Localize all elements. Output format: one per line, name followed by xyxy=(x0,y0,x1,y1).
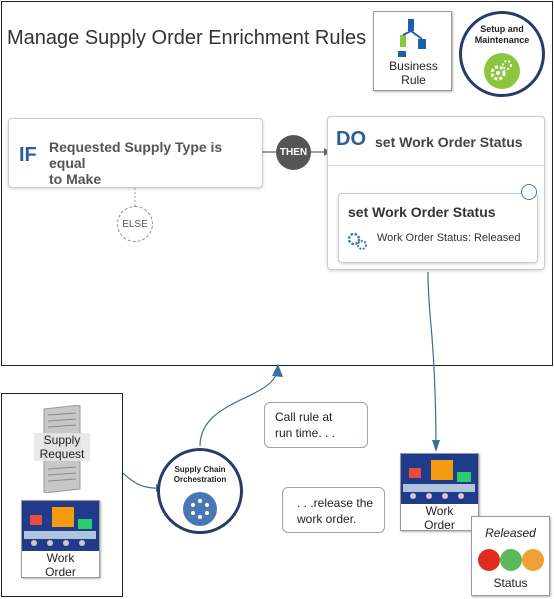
orchestration-label: Supply Chain Orchestration xyxy=(173,465,227,484)
call-rule-callout: Call rule at run time. . . xyxy=(264,402,368,448)
work-order-right-label: Work Order xyxy=(424,504,455,532)
work-order-right-tile[interactable]: Work Order xyxy=(400,453,479,532)
gears-icon xyxy=(347,232,367,250)
factory-conveyor-icon xyxy=(401,454,478,504)
status-released-text: Released xyxy=(485,526,536,540)
set-status-title: set Work Order Status xyxy=(348,204,496,220)
release-callout: . . .release the work order. xyxy=(282,487,385,533)
business-rule-label: Business Rule xyxy=(389,59,438,87)
if-keyword: IF xyxy=(19,144,37,166)
action-handle[interactable] xyxy=(521,184,537,200)
do-action-card[interactable]: DO set Work Order Status set Work Order … xyxy=(327,116,545,270)
do-action-title: set Work Order Status xyxy=(375,134,523,150)
then-badge: THEN xyxy=(276,135,311,170)
supply-chain-orchestration[interactable]: Supply Chain Orchestration xyxy=(157,448,243,534)
set-status-detail: Work Order Status: Released xyxy=(377,232,521,244)
orchestration-icon xyxy=(183,492,217,526)
do-divider xyxy=(328,165,544,166)
business-rule-icon xyxy=(398,19,426,57)
else-badge[interactable]: ELSE xyxy=(117,206,153,242)
work-order-left-tile[interactable]: Work Order xyxy=(21,500,100,579)
traffic-light-icon xyxy=(478,549,544,571)
supply-request-document[interactable]: Supply Request xyxy=(34,405,90,493)
set-status-card[interactable]: set Work Order Status Work Order Status:… xyxy=(338,193,538,263)
do-keyword: DO xyxy=(336,128,366,150)
status-label: Status xyxy=(493,576,528,590)
work-order-left-label: Work Order xyxy=(45,551,76,579)
business-rule-tile[interactable]: Business Rule xyxy=(373,11,452,91)
if-condition-text: Requested Supply Type is equal to Make xyxy=(49,139,223,187)
status-tile: Released Status xyxy=(471,516,550,596)
factory-conveyor-icon xyxy=(22,501,99,551)
page-title: Manage Supply Order Enrichment Rules xyxy=(7,27,367,49)
if-condition-card[interactable]: IF Requested Supply Type is equal to Mak… xyxy=(8,118,263,188)
gear-icon xyxy=(484,53,520,89)
supply-request-label: Supply Request xyxy=(34,433,90,461)
setup-maintenance-tile[interactable]: Setup and Maintenance xyxy=(459,11,545,97)
setup-maintenance-label: Setup and Maintenance xyxy=(474,24,530,45)
else-connector xyxy=(134,188,136,208)
